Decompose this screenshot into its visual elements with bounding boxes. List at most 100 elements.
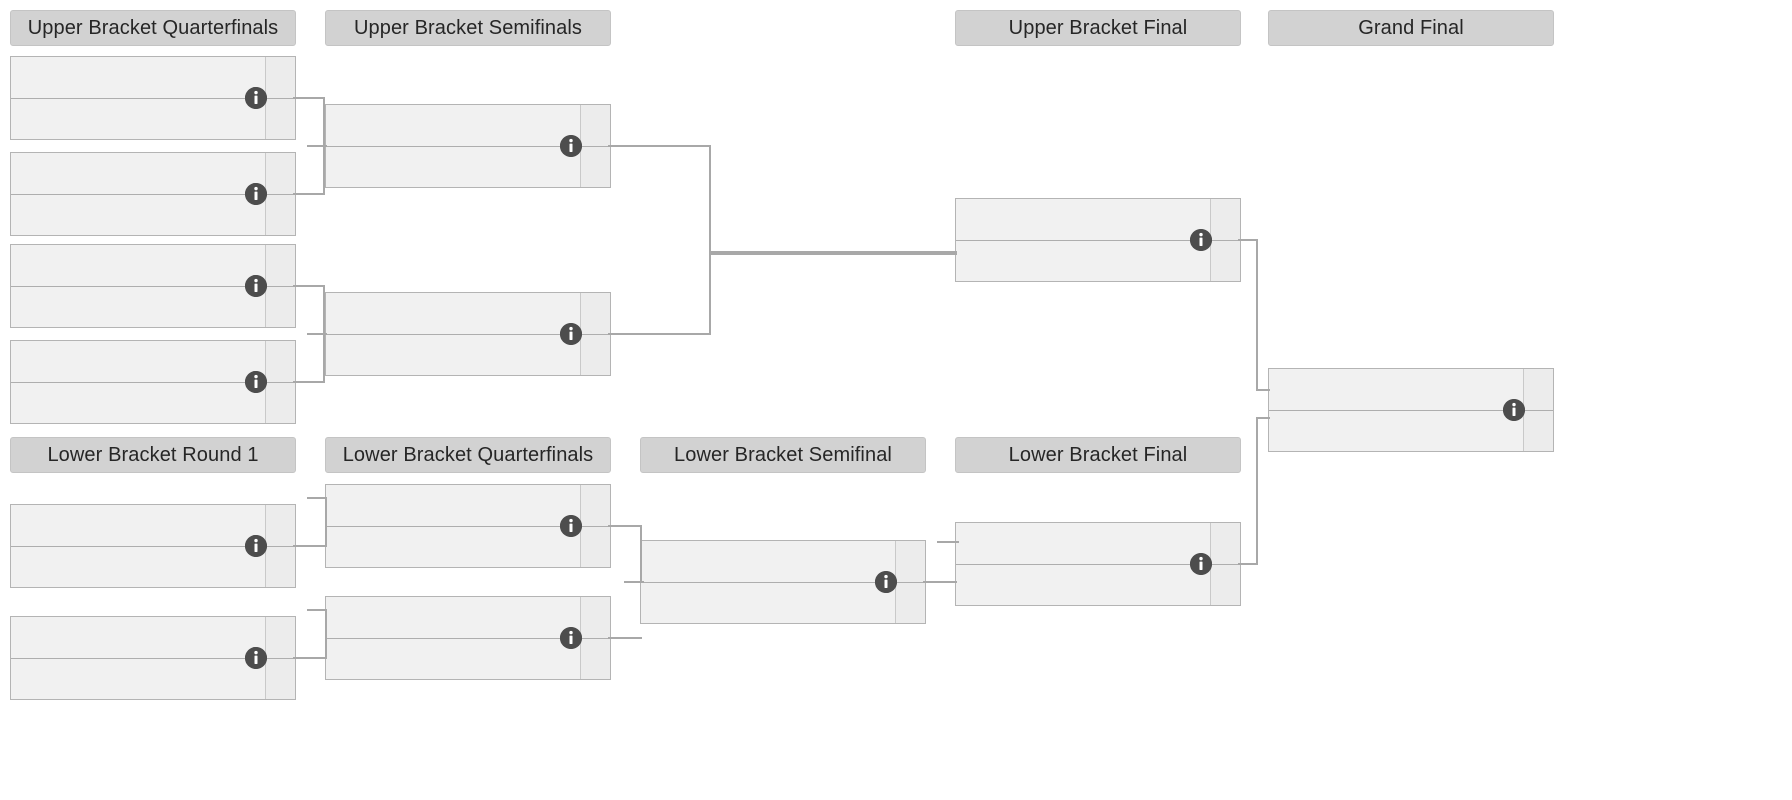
- info-icon[interactable]: [245, 275, 267, 297]
- info-icon[interactable]: [245, 535, 267, 557]
- connector-gf-join-top: [1256, 239, 1258, 391]
- info-icon[interactable]: [1190, 229, 1212, 251]
- round-header-label: Lower Bracket Quarterfinals: [342, 444, 594, 466]
- team-row[interactable]: [326, 485, 580, 526]
- team-row[interactable]: [11, 98, 265, 139]
- team-row[interactable]: [11, 617, 265, 658]
- connector-ubf-join-top: [709, 145, 711, 253]
- round-header-upper-bracket-semifinals[interactable]: Upper Bracket Semifinals: [325, 10, 611, 46]
- team-row[interactable]: [326, 293, 580, 334]
- connector-lbr12-out: [293, 657, 327, 659]
- match-box[interactable]: [10, 244, 296, 328]
- match-teams: [326, 597, 580, 679]
- connector-lbqf1-join: [325, 497, 327, 547]
- team-row[interactable]: [11, 505, 265, 546]
- team-row[interactable]: [1269, 369, 1523, 410]
- team-row[interactable]: [326, 146, 580, 187]
- team-row[interactable]: [326, 597, 580, 638]
- connector-lbqf1-in-top: [307, 497, 327, 499]
- info-icon[interactable]: [245, 647, 267, 669]
- match-box[interactable]: [10, 56, 296, 140]
- team-row[interactable]: [11, 546, 265, 587]
- team-row[interactable]: [956, 523, 1210, 564]
- team-row[interactable]: [326, 638, 580, 679]
- match-scores: [895, 541, 925, 623]
- team-row[interactable]: [641, 541, 895, 582]
- score-cell: [1211, 239, 1240, 282]
- info-icon[interactable]: [245, 87, 267, 109]
- score-cell: [581, 293, 610, 334]
- match-box[interactable]: [325, 596, 611, 680]
- info-icon[interactable]: [1190, 553, 1212, 575]
- score-cell: [1524, 409, 1553, 452]
- info-icon[interactable]: [560, 515, 582, 537]
- team-row[interactable]: [326, 526, 580, 567]
- match-scores: [580, 597, 610, 679]
- info-icon[interactable]: [1503, 399, 1525, 421]
- match-scores: [1523, 369, 1553, 451]
- score-cell: [266, 153, 295, 194]
- team-row[interactable]: [11, 57, 265, 98]
- score-cell: [266, 381, 295, 424]
- round-header-grand-final[interactable]: Grand Final: [1268, 10, 1554, 46]
- score-cell: [266, 285, 295, 328]
- match-box[interactable]: [325, 104, 611, 188]
- team-row[interactable]: [956, 240, 1210, 281]
- match-box[interactable]: [955, 522, 1241, 606]
- connector-lbsf1-out: [923, 581, 957, 583]
- score-cell: [266, 57, 295, 98]
- team-row[interactable]: [956, 564, 1210, 605]
- score-cell: [266, 617, 295, 658]
- round-header-lower-bracket-final[interactable]: Lower Bracket Final: [955, 437, 1241, 473]
- round-header-lower-bracket-round-1[interactable]: Lower Bracket Round 1: [10, 437, 296, 473]
- connector-ubsf1-out: [608, 145, 711, 147]
- round-header-lower-bracket-quarterfinals[interactable]: Lower Bracket Quarterfinals: [325, 437, 611, 473]
- team-row[interactable]: [11, 153, 265, 194]
- team-row[interactable]: [11, 286, 265, 327]
- round-header-upper-bracket-final[interactable]: Upper Bracket Final: [955, 10, 1241, 46]
- match-teams: [326, 293, 580, 375]
- score-cell: [266, 657, 295, 700]
- team-row[interactable]: [11, 658, 265, 699]
- score-cell: [581, 105, 610, 146]
- team-row[interactable]: [956, 199, 1210, 240]
- info-icon[interactable]: [560, 323, 582, 345]
- team-row[interactable]: [11, 341, 265, 382]
- team-row[interactable]: [11, 382, 265, 423]
- round-header-lower-bracket-semifinal[interactable]: Lower Bracket Semifinal: [640, 437, 926, 473]
- match-teams: [11, 617, 265, 699]
- connector-lbqf2-join: [325, 609, 327, 659]
- team-row[interactable]: [11, 194, 265, 235]
- match-teams: [11, 153, 265, 235]
- match-box[interactable]: [10, 340, 296, 424]
- match-box[interactable]: [10, 152, 296, 236]
- connector-lbf1-in-top: [937, 541, 959, 543]
- match-teams: [11, 245, 265, 327]
- score-cell: [581, 333, 610, 376]
- match-scores: [1210, 523, 1240, 605]
- info-icon[interactable]: [245, 183, 267, 205]
- info-icon[interactable]: [560, 627, 582, 649]
- round-header-label: Lower Bracket Final: [1008, 444, 1188, 466]
- score-cell: [1211, 199, 1240, 240]
- match-box[interactable]: [955, 198, 1241, 282]
- match-box[interactable]: [1268, 368, 1554, 452]
- connector-gf-in-bot: [1256, 417, 1270, 419]
- match-scores: [265, 57, 295, 139]
- connector-ubqf1-out: [293, 97, 325, 99]
- match-box[interactable]: [325, 484, 611, 568]
- score-cell: [266, 341, 295, 382]
- match-teams: [326, 105, 580, 187]
- round-header-label: Upper Bracket Final: [1008, 17, 1188, 39]
- team-row[interactable]: [11, 245, 265, 286]
- info-icon[interactable]: [875, 571, 897, 593]
- info-icon[interactable]: [245, 371, 267, 393]
- team-row[interactable]: [326, 334, 580, 375]
- info-icon[interactable]: [560, 135, 582, 157]
- team-row[interactable]: [1269, 410, 1523, 451]
- match-scores: [580, 293, 610, 375]
- team-row[interactable]: [641, 582, 895, 623]
- score-cell: [266, 193, 295, 236]
- round-header-upper-bracket-quarterfinals[interactable]: Upper Bracket Quarterfinals: [10, 10, 296, 46]
- team-row[interactable]: [326, 105, 580, 146]
